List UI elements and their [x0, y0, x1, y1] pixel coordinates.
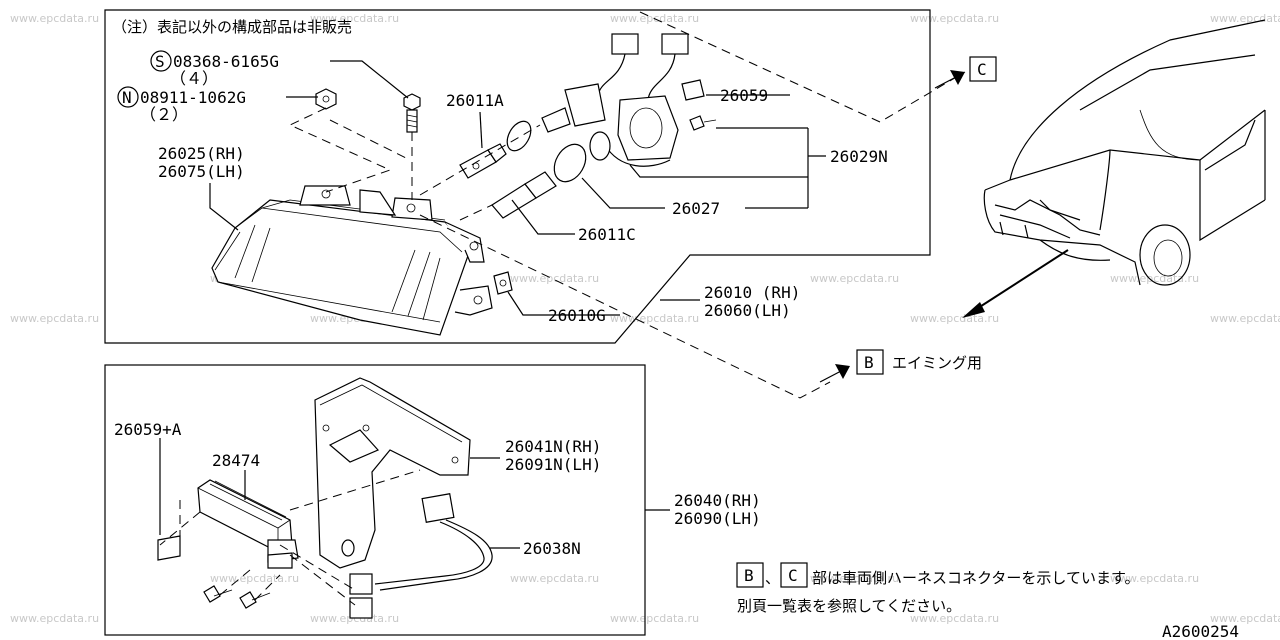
label-26040-rh: 26040(RH)	[674, 491, 761, 510]
label-26059: 26059	[720, 86, 768, 105]
symbol-s-circle	[150, 50, 172, 72]
leader-lines-top	[209, 60, 826, 316]
nut-part	[315, 88, 337, 110]
assembly-lines-bottom	[159, 469, 421, 606]
watermark: www.epcdata.ru	[1210, 12, 1280, 25]
callouts-bottom: 26059+A 28474 26041N(RH) 26091N(LH) 2604…	[114, 420, 761, 558]
watermark: www.epcdata.ru	[910, 312, 999, 325]
car-illustration	[983, 19, 1266, 286]
arrow-icon	[962, 302, 985, 318]
watermark: www.epcdata.ru	[910, 612, 999, 625]
headlamp-body	[211, 185, 493, 336]
label-28474: 28474	[212, 451, 260, 470]
footnote-box-b	[736, 562, 764, 588]
label-26075-lh: 26075(LH)	[158, 162, 245, 181]
connector-ref-c: C	[934, 56, 997, 89]
watermark: www.epcdata.ru	[10, 612, 99, 625]
label-c: C	[977, 60, 987, 79]
arrow-icon	[835, 364, 850, 379]
label-26059a: 26059+A	[114, 420, 182, 439]
headlamp-assembly-frame	[104, 9, 931, 344]
label-08911-qty: （２）	[140, 105, 188, 124]
watermark: www.epcdata.ru	[510, 572, 599, 585]
footnote-line2: 別頁一覧表を参照してください。	[737, 597, 961, 615]
bulb-26011a-part	[459, 120, 532, 179]
box-c	[969, 56, 997, 82]
watermark: www.epcdata.ru	[610, 612, 699, 625]
screw-part	[403, 93, 421, 133]
watermark: www.epcdata.ru	[1210, 312, 1280, 325]
aiming-arrow	[962, 249, 1069, 318]
watermark: www.epcdata.ru	[1110, 272, 1199, 285]
box-b	[856, 349, 884, 375]
watermark: www.epcdata.ru	[910, 12, 999, 25]
bulb-26011c-part	[491, 143, 587, 219]
footnote-line1: 部は車両側ハーネスコネクターを示しています。	[812, 569, 1139, 587]
label-26010g: 26010G	[548, 306, 606, 325]
callouts-top: S 08368-6165G （４） N 08911-1062G （２） 2601…	[117, 50, 888, 325]
note-top: （注）表記以外の構成部品は非販売	[112, 18, 352, 36]
label-08368-6165g: 08368-6165G	[173, 52, 279, 71]
connector-ref-b: B エイミング用	[819, 349, 982, 383]
watermark: www.epcdata.ru	[810, 272, 899, 285]
footnote-box-c	[780, 562, 808, 588]
harness-26038n-part	[349, 493, 493, 619]
footnote-b: B	[744, 566, 754, 585]
watermark: www.epcdata.ru	[610, 312, 699, 325]
watermark: www.epcdata.ru	[210, 572, 299, 585]
watermark: www.epcdata.ru	[510, 272, 599, 285]
screws-hid-part	[203, 585, 271, 609]
assembly-lines-top	[288, 11, 966, 399]
label-26060-lh: 26060(LH)	[704, 301, 791, 320]
hid-unit-frame	[104, 364, 646, 636]
arrow-icon	[950, 70, 965, 85]
label-08368-qty: （４）	[170, 69, 218, 88]
ballast-part	[197, 479, 299, 569]
symbol-n-circle	[117, 86, 139, 108]
label-26011a: 26011A	[446, 91, 504, 110]
label-08911-1062g: 08911-1062G	[140, 88, 246, 107]
label-26038n: 26038N	[523, 539, 581, 558]
footnote: B 、 C 部は車両側ハーネスコネクターを示しています。 別頁一覧表を参照してく…	[736, 562, 1139, 615]
diagram-code: A2600254	[1162, 622, 1239, 640]
grommet-part	[493, 271, 513, 295]
lamp-harness-part	[541, 33, 717, 167]
bracket-part	[314, 377, 471, 569]
watermark: www.epcdata.ru	[1110, 572, 1199, 585]
label-26011c: 26011C	[578, 225, 636, 244]
label-26027: 26027	[672, 199, 720, 218]
label-sticker-part	[157, 535, 181, 561]
symbol-n: N	[122, 88, 132, 107]
watermark: www.epcdata.ru	[310, 12, 399, 25]
label-26041n-rh: 26041N(RH)	[505, 437, 601, 456]
watermark: www.epcdata.ru	[810, 572, 899, 585]
label-b: B	[864, 353, 874, 372]
label-26010-rh: 26010 (RH)	[704, 283, 800, 302]
watermark: www.epcdata.ru	[1210, 612, 1280, 625]
label-26091n-lh: 26091N(LH)	[505, 455, 601, 474]
aiming-text: エイミング用	[892, 354, 982, 372]
label-26090-lh: 26090(LH)	[674, 509, 761, 528]
footnote-sep: 、	[765, 569, 780, 587]
footnote-c: C	[788, 566, 798, 585]
label-26025-rh: 26025(RH)	[158, 144, 245, 163]
watermark: www.epcdata.ru	[10, 12, 99, 25]
symbol-s: S	[155, 52, 165, 71]
leader-lines-bottom	[159, 438, 670, 549]
label-26029n: 26029N	[830, 147, 888, 166]
watermark: www.epcdata.ru	[10, 312, 99, 325]
